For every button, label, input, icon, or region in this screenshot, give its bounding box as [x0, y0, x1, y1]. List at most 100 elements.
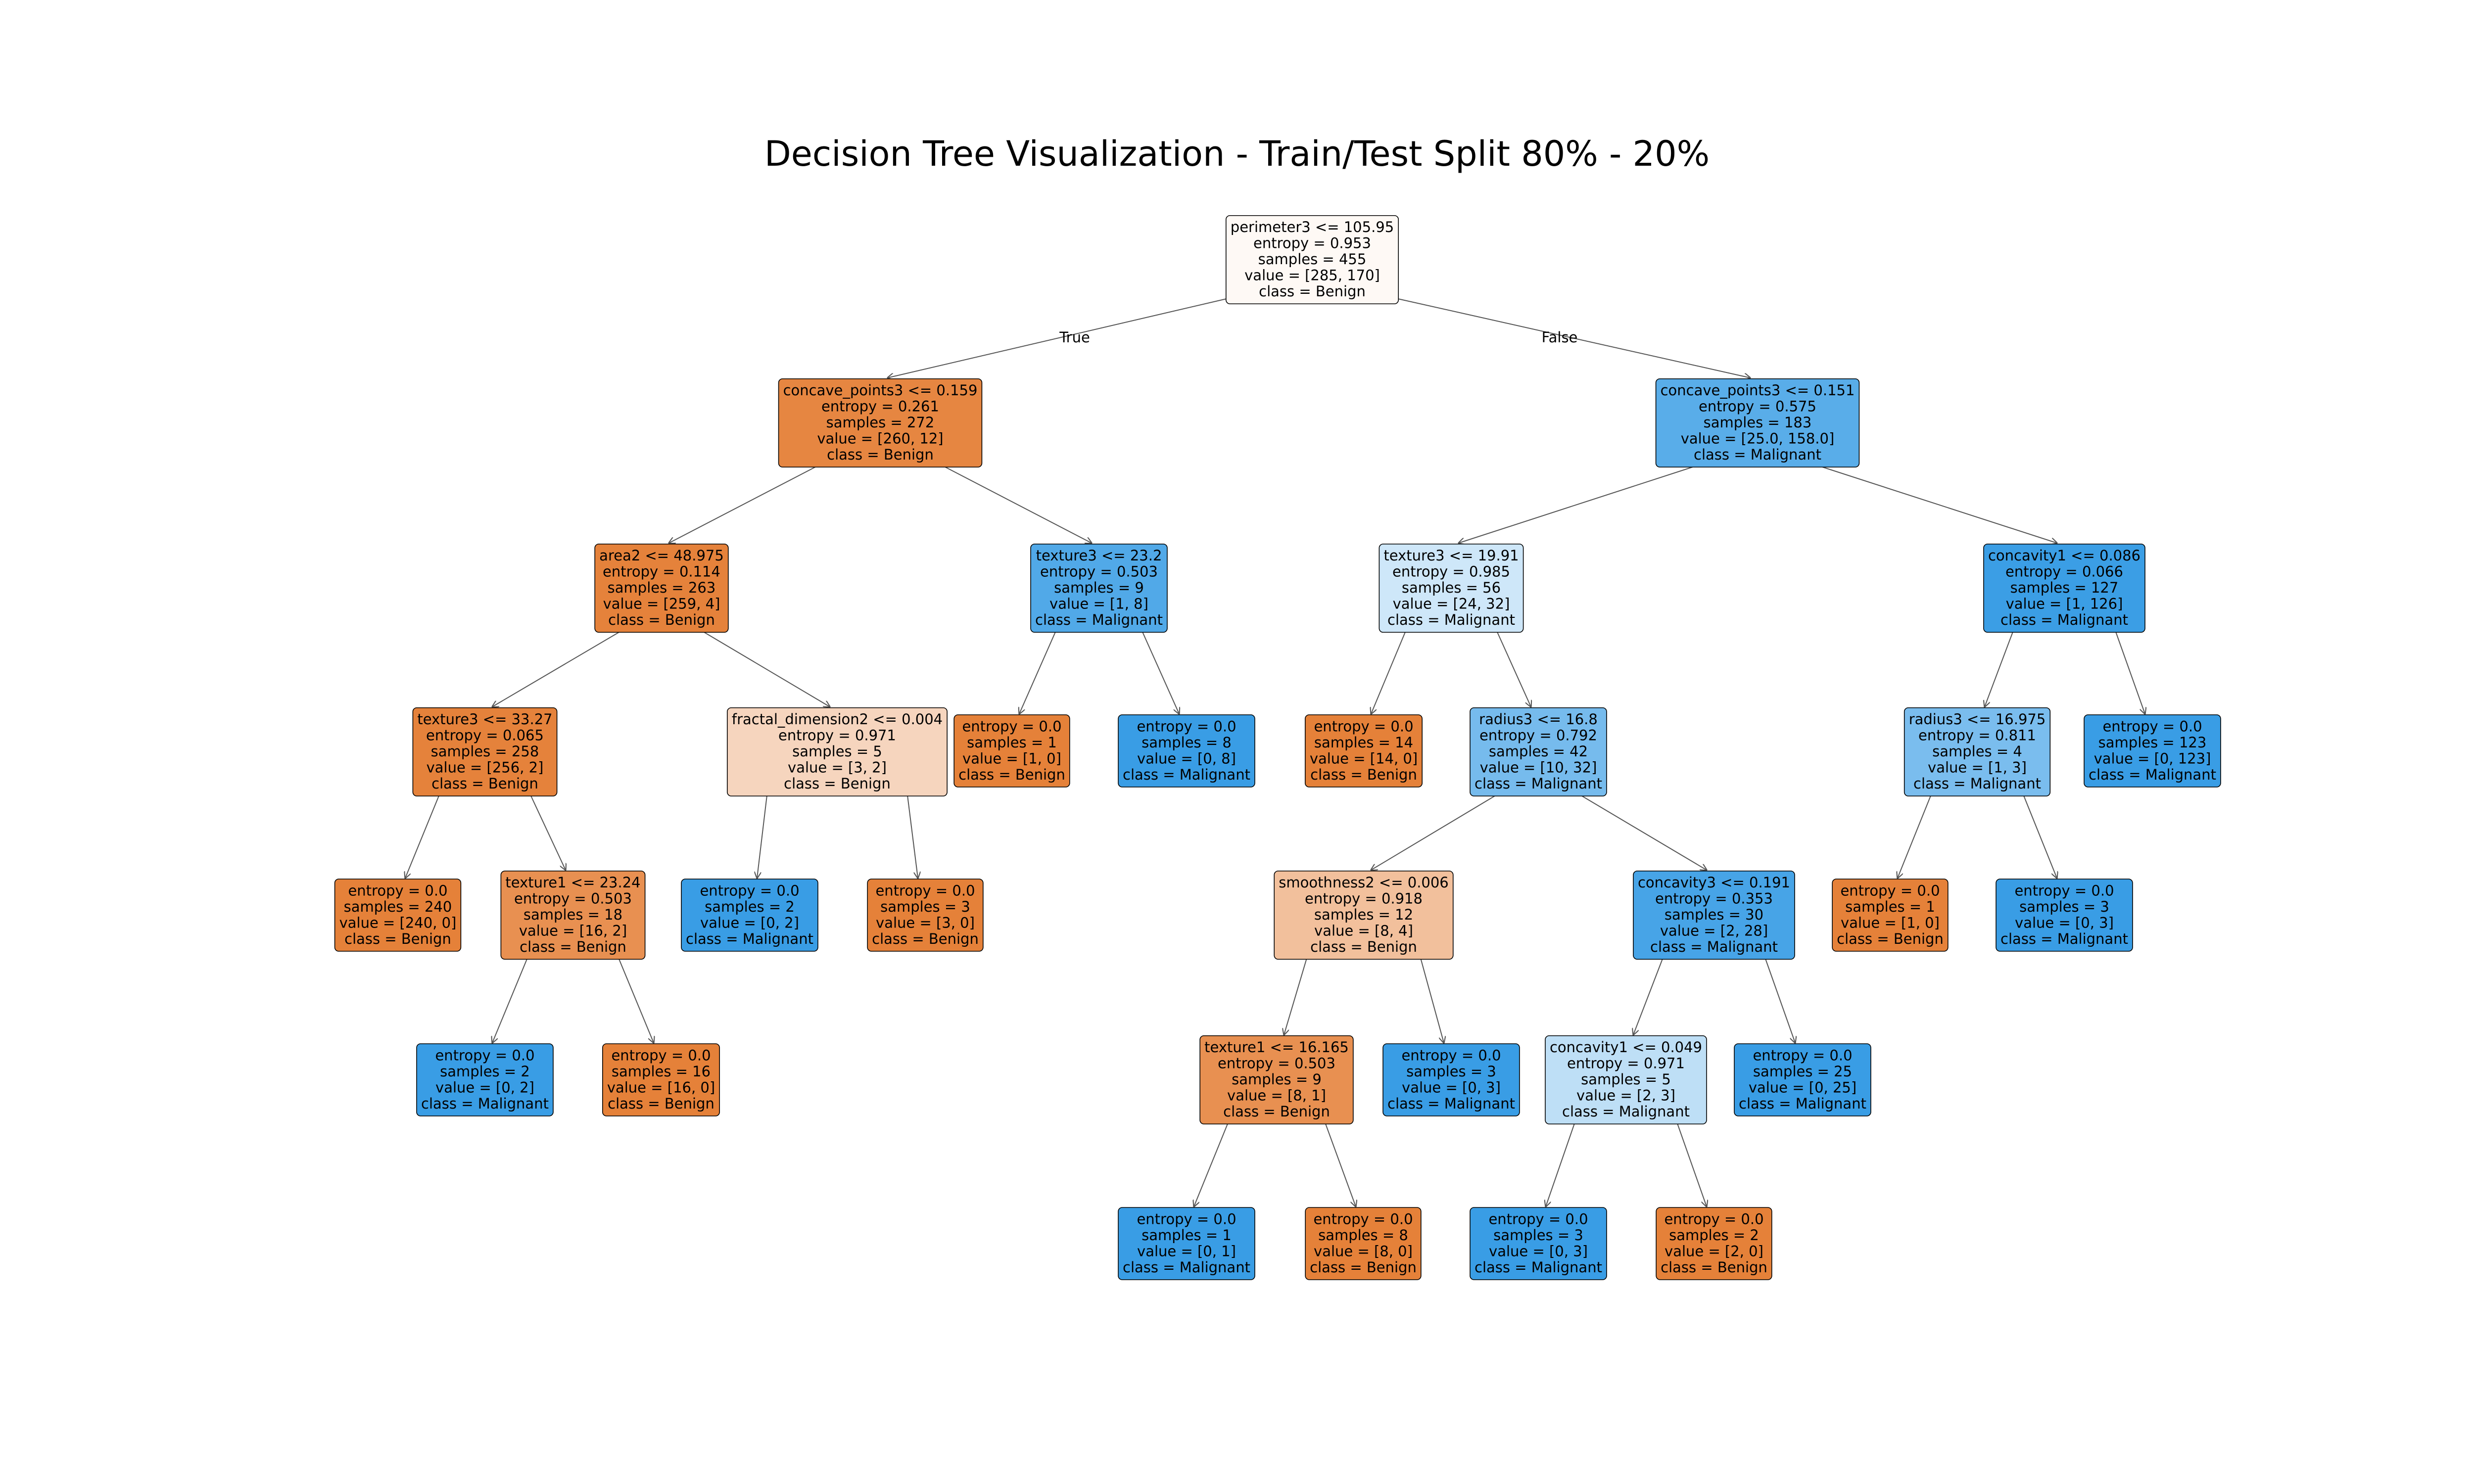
edge-n18-n19 — [1284, 959, 1307, 1035]
node-box — [1656, 1207, 1772, 1280]
node-line: concave_points3 <= 0.159 — [783, 382, 978, 399]
node-line: value = [0, 3] — [1402, 1079, 1501, 1096]
node-line: samples = 3 — [2019, 898, 2109, 915]
node-box — [500, 870, 646, 960]
node-line: class = Malignant — [421, 1095, 549, 1112]
node-line: entropy = 0.261 — [821, 398, 939, 415]
node-line: class = Malignant — [686, 930, 813, 947]
node-line: class = Malignant — [2000, 930, 2128, 947]
node-line: texture1 <= 23.24 — [505, 874, 640, 891]
node-box — [1832, 879, 1949, 952]
node-box — [1118, 1207, 1255, 1280]
node-line: texture3 <= 19.91 — [1383, 547, 1519, 564]
node-line: value = [1, 0] — [1841, 914, 1940, 931]
node-line: class = Benign — [1661, 1259, 1767, 1276]
edge-n19-n20 — [1194, 1123, 1228, 1206]
node-line: entropy = 0.065 — [426, 727, 544, 744]
node-line: samples = 183 — [1704, 414, 1812, 431]
node-line: samples = 8 — [1142, 734, 1232, 751]
node-line: entropy = 0.792 — [1479, 727, 1597, 744]
node-box — [1274, 870, 1454, 960]
edge-n24-n26 — [1677, 1123, 1707, 1206]
edge-n3-n4 — [405, 795, 439, 878]
node-line: entropy = 0.971 — [1567, 1055, 1685, 1072]
node-line: radius3 <= 16.975 — [1909, 711, 2046, 728]
node-line: entropy = 0.0 — [2102, 718, 2202, 735]
node-line: class = Malignant — [1650, 938, 1778, 955]
node-line: samples = 8 — [1318, 1227, 1408, 1244]
node-box — [953, 714, 1070, 788]
edge-label-true: True — [1059, 329, 1090, 346]
node-line: value = [0, 3] — [2015, 914, 2114, 931]
node-line: texture1 <= 16.165 — [1204, 1039, 1349, 1056]
edge-n1-n11 — [945, 466, 1092, 543]
edge-label-false: False — [1542, 329, 1578, 346]
edge-n29-n31 — [2023, 795, 2057, 878]
node-line: value = [260, 12] — [817, 430, 943, 447]
node-box — [602, 1043, 720, 1116]
node-box — [1470, 1207, 1607, 1280]
edge-n15-n17 — [1497, 632, 1531, 707]
figure-title: Decision Tree Visualization - Train/Test… — [764, 134, 1710, 174]
node-box — [416, 1043, 554, 1116]
node-line: class = Benign — [1223, 1103, 1330, 1120]
node-line: entropy = 0.985 — [1392, 563, 1510, 580]
node-line: samples = 9 — [1232, 1071, 1322, 1088]
node-line: radius3 <= 16.8 — [1479, 711, 1598, 728]
node-box — [1545, 1035, 1707, 1125]
node-line: value = [1, 3] — [1928, 759, 2027, 776]
node-line: value = [0, 123] — [2094, 750, 2211, 767]
node-line: smoothness2 <= 0.006 — [1279, 874, 1449, 891]
node-box — [1983, 543, 2145, 633]
node-line: texture3 <= 33.27 — [417, 711, 552, 728]
node-line: samples = 3 — [1493, 1227, 1583, 1244]
node-line: class = Benign — [608, 611, 715, 628]
node-line: class = Malignant — [1387, 611, 1515, 628]
node-line: value = [0, 2] — [435, 1079, 534, 1096]
node-line: samples = 5 — [792, 743, 882, 760]
node-line: entropy = 0.0 — [1137, 1210, 1236, 1227]
node-line: class = Benign — [1310, 938, 1417, 955]
node-line: class = Benign — [958, 766, 1065, 783]
edge-n19-n21 — [1325, 1123, 1356, 1206]
node-line: samples = 16 — [612, 1063, 711, 1080]
node-line: entropy = 0.503 — [514, 890, 632, 907]
node-line: entropy = 0.0 — [1840, 882, 1940, 899]
node-line: entropy = 0.0 — [1314, 718, 1413, 735]
node-line: value = [2, 0] — [1665, 1243, 1763, 1259]
node-line: class = Benign — [344, 930, 451, 947]
node-line: value = [240, 0] — [339, 914, 457, 931]
node-box — [1633, 870, 1795, 960]
edge-n5-n6 — [492, 959, 527, 1043]
node-box — [1030, 543, 1168, 633]
node-line: value = [24, 32] — [1393, 596, 1510, 612]
node-line: samples = 2 — [440, 1063, 530, 1080]
node-line: entropy = 0.114 — [603, 563, 720, 580]
node-line: class = Benign — [608, 1095, 714, 1112]
node-line: class = Malignant — [1739, 1095, 1866, 1112]
node-line: entropy = 0.0 — [435, 1047, 534, 1064]
node-line: value = [2, 28] — [1660, 923, 1768, 939]
node-line: class = Malignant — [1387, 1095, 1515, 1112]
node-line: samples = 1 — [1845, 898, 1935, 915]
